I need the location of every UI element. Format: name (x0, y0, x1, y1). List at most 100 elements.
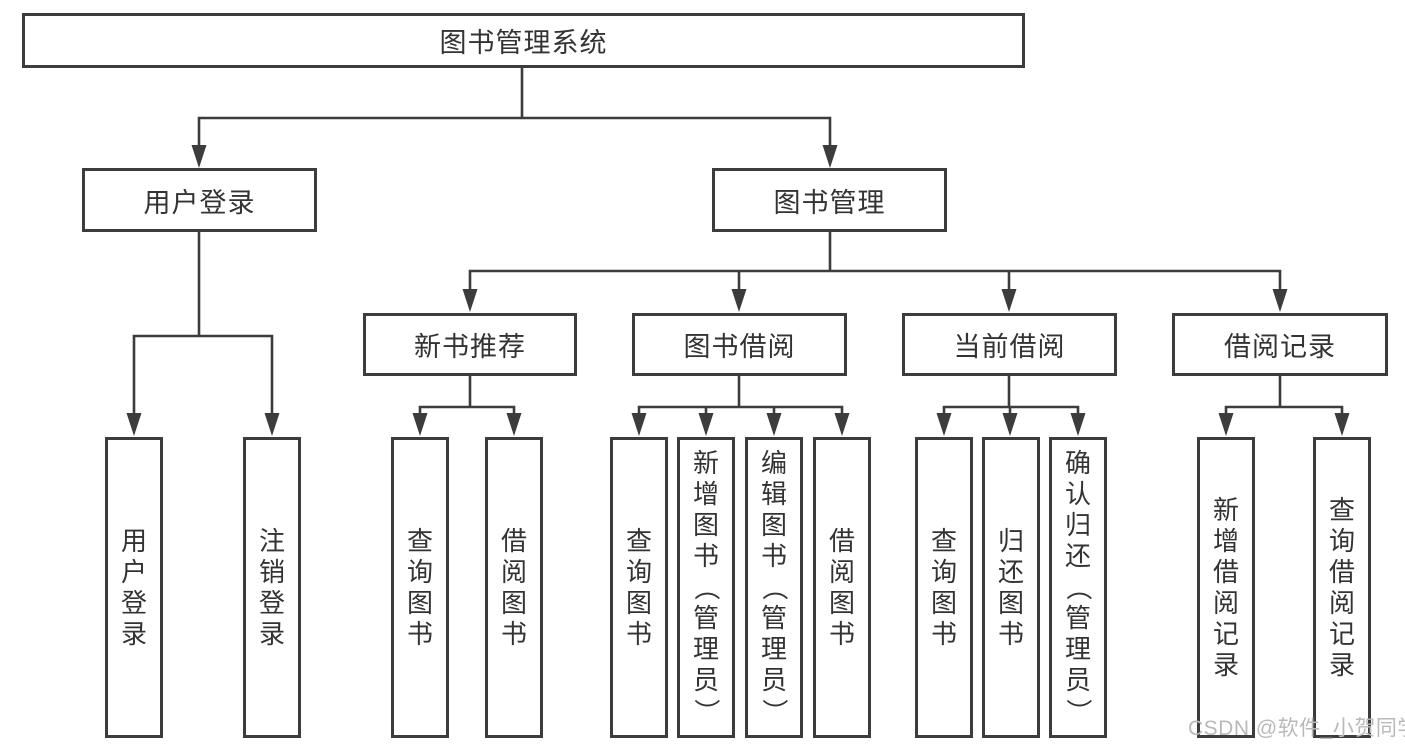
arrowhead (506, 413, 522, 436)
vertical-char: 查 (406, 525, 433, 556)
arrowhead (1001, 289, 1017, 312)
vertical-char: 管 (760, 603, 787, 633)
leaf-edit-book-admin: 编辑图书（管理员） (745, 437, 803, 738)
vertical-char: 书 (692, 541, 719, 571)
vertical-char: 借 (828, 525, 855, 556)
vertical-char: 借 (500, 525, 527, 556)
vertical-char: 理 (692, 634, 719, 664)
vertical-char: 书 (930, 618, 957, 649)
leaf-user-login: 用户登录 (105, 437, 163, 738)
node-new-book-recommend: 新书推荐 (363, 313, 577, 376)
node-current-borrow-label: 当前借阅 (953, 332, 1066, 362)
arrowhead (1070, 413, 1086, 436)
vertical-char: 归 (1064, 510, 1091, 540)
leaf-confirm-return-admin: 确认归还（管理员） (1049, 437, 1107, 738)
leaf-logout: 注销登录 (243, 437, 301, 738)
vertical-char: 记 (1328, 618, 1355, 649)
vertical-char: 管 (692, 603, 719, 633)
leaf-return-book: 归还图书 (982, 437, 1040, 738)
connector-records-branch (1224, 405, 1344, 420)
vertical-char: 注 (258, 525, 285, 556)
vertical-char: （ (759, 574, 790, 601)
vertical-char: 还 (997, 556, 1024, 587)
vertical-char: 员 (692, 665, 719, 695)
node-borrow-records: 借阅记录 (1172, 313, 1388, 376)
vertical-char: ） (1063, 698, 1094, 725)
connector-root-branch (197, 116, 832, 152)
vertical-char: 员 (1064, 665, 1091, 695)
vertical-char: 图 (997, 587, 1024, 618)
vertical-char: 确 (1064, 448, 1091, 478)
vertical-char: 增 (692, 479, 719, 509)
vertical-char: 新 (692, 448, 719, 478)
vertical-char: 书 (406, 618, 433, 649)
vertical-char: 图 (828, 587, 855, 618)
csdn-watermark: CSDN @软件_小贺同学 (1188, 717, 1405, 740)
vertical-char: 询 (406, 556, 433, 587)
vertical-char: 借 (1328, 556, 1355, 587)
leaf-query-borrow-record: 查询借阅记录 (1313, 437, 1371, 738)
vertical-char: （ (1063, 574, 1094, 601)
leaf-query-books-recommend: 查询图书 (391, 437, 449, 738)
vertical-char: 记 (1212, 618, 1239, 649)
arrowhead (936, 413, 952, 436)
vertical-char: 查 (625, 525, 652, 556)
vertical-char: 理 (760, 634, 787, 664)
node-user-login-label: 用户登录 (143, 187, 256, 218)
vertical-char: 销 (258, 556, 285, 587)
vertical-char: 借 (1212, 556, 1239, 587)
vertical-char: 认 (1064, 479, 1091, 509)
node-book-management: 图书管理 (712, 168, 947, 232)
arrowhead (126, 413, 142, 436)
vertical-char: 还 (1064, 541, 1091, 571)
arrowhead (191, 145, 207, 168)
arrowhead (822, 145, 838, 168)
node-book-borrow: 图书借阅 (632, 313, 847, 376)
leaf-query-books-borrow: 查询图书 (610, 437, 668, 738)
vertical-char: 询 (1328, 525, 1355, 556)
arrowhead (766, 413, 782, 436)
connector-userlogin-branch (132, 334, 274, 420)
vertical-char: 录 (120, 618, 147, 649)
leaf-add-borrow-record: 新增借阅记录 (1197, 437, 1255, 738)
vertical-char: 阅 (500, 556, 527, 587)
vertical-char: 书 (760, 541, 787, 571)
vertical-char: 查 (930, 525, 957, 556)
arrowhead (1272, 289, 1288, 312)
node-root-label: 图书管理系统 (439, 28, 608, 58)
node-book-borrow-label: 图书借阅 (683, 332, 796, 362)
vertical-char: 书 (625, 618, 652, 649)
node-borrow-records-label: 借阅记录 (1224, 332, 1336, 362)
vertical-char: 询 (930, 556, 957, 587)
arrowhead (1002, 413, 1018, 436)
vertical-char: 图 (930, 587, 957, 618)
vertical-char: 书 (828, 618, 855, 649)
vertical-char: 图 (692, 510, 719, 540)
arrowhead (1218, 413, 1234, 436)
vertical-char: 新 (1212, 494, 1239, 525)
arrowhead (631, 413, 647, 436)
leaf-borrow-books: 借阅图书 (813, 437, 871, 738)
arrowhead (834, 413, 850, 436)
leaf-borrow-books-recommend: 借阅图书 (485, 437, 543, 738)
vertical-char: 书 (997, 618, 1024, 649)
node-book-management-label: 图书管理 (773, 187, 886, 218)
vertical-char: 员 (760, 665, 787, 695)
vertical-char: 阅 (1328, 587, 1355, 618)
vertical-char: 录 (1212, 649, 1239, 680)
leaf-add-book-admin: 新增图书（管理员） (677, 437, 735, 738)
vertical-char: 查 (1328, 494, 1355, 525)
arrowhead (412, 413, 428, 436)
arrowhead (462, 289, 478, 312)
vertical-char: 阅 (828, 556, 855, 587)
vertical-char: 增 (1212, 525, 1239, 556)
connector-recommend-branch (418, 405, 516, 420)
vertical-char: 用 (120, 525, 147, 556)
node-current-borrow: 当前借阅 (902, 313, 1117, 376)
vertical-char: ） (759, 698, 790, 725)
vertical-char: 录 (258, 618, 285, 649)
vertical-char: 录 (1328, 649, 1355, 680)
vertical-char: 阅 (1212, 587, 1239, 618)
